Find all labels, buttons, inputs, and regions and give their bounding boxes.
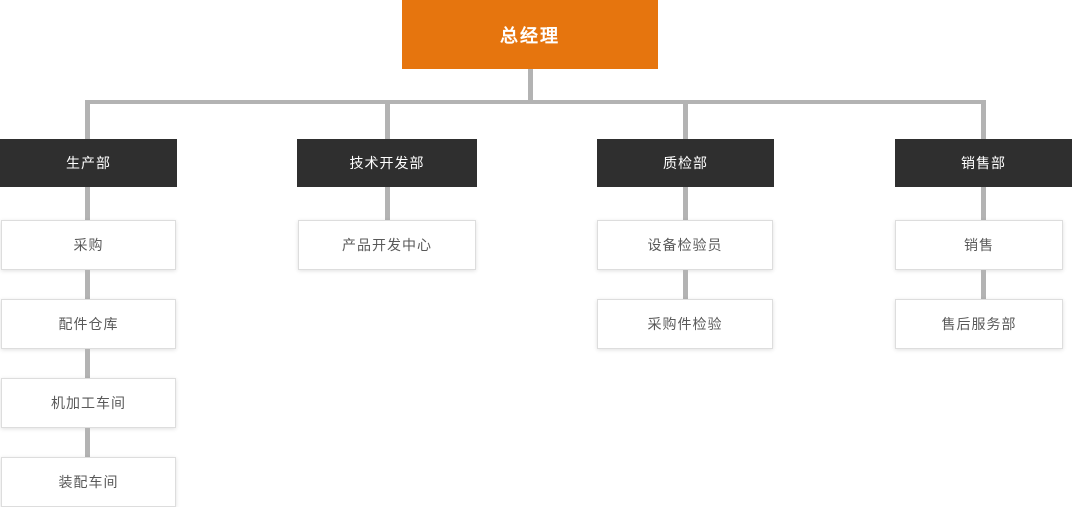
node-sales-dept[interactable]: 销售部: [895, 139, 1072, 187]
connector-dept-stub: [85, 103, 90, 139]
node-production-dept[interactable]: 生产部: [0, 139, 177, 187]
connector-main-horizontal: [85, 100, 986, 104]
connector-child-stub: [683, 187, 688, 220]
node-product-development-center[interactable]: 产品开发中心: [298, 220, 476, 270]
node-after-sales-service-dept[interactable]: 售后服务部: [895, 299, 1063, 349]
node-sales[interactable]: 销售: [895, 220, 1063, 270]
connector-dept-stub: [385, 103, 390, 139]
connector-child-stub: [981, 270, 986, 299]
connector-child-stub: [85, 428, 90, 457]
connector-child-stub: [385, 187, 390, 220]
node-quality-inspection-dept[interactable]: 质检部: [597, 139, 774, 187]
connector-dept-stub: [981, 103, 986, 139]
node-purchased-parts-inspection[interactable]: 采购件检验: [597, 299, 773, 349]
connector-child-stub: [85, 349, 90, 378]
node-assembly-workshop[interactable]: 装配车间: [1, 457, 176, 507]
node-parts-warehouse[interactable]: 配件仓库: [1, 299, 176, 349]
node-equipment-inspector[interactable]: 设备检验员: [597, 220, 773, 270]
connector-child-stub: [85, 270, 90, 299]
connector-root-stub: [528, 69, 533, 103]
node-tech-development-dept[interactable]: 技术开发部: [297, 139, 477, 187]
connector-child-stub: [981, 187, 986, 220]
connector-child-stub: [85, 187, 90, 220]
connector-dept-stub: [683, 103, 688, 139]
node-machining-workshop[interactable]: 机加工车间: [1, 378, 176, 428]
node-procurement[interactable]: 采购: [1, 220, 176, 270]
connector-child-stub: [683, 270, 688, 299]
node-general-manager[interactable]: 总经理: [402, 0, 658, 69]
